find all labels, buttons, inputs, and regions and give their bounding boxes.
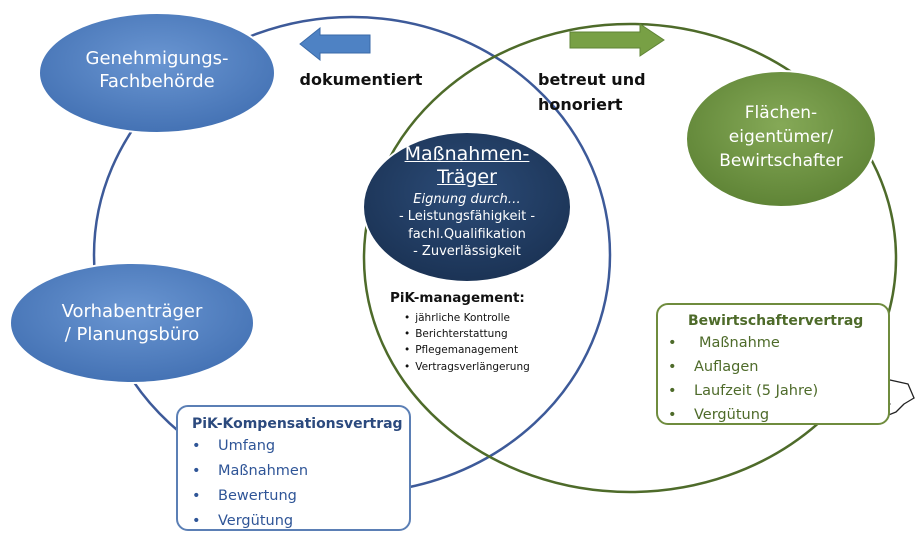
- bewirtschaftervertrag-title: Bewirtschaftervertrag: [688, 313, 864, 329]
- criterion-item: fachl.Qualifikation: [408, 226, 526, 242]
- genehmigung-node: [38, 12, 276, 134]
- list-item: •Vergütung: [668, 407, 770, 423]
- pik-management-item: Pflegemanagement: [404, 342, 530, 358]
- flaechen-line3: Bewirtschafter: [719, 150, 843, 171]
- bewirtschaftervertrag-list: •Maßnahme •Auflagen •Laufzeit (5 Jahre) …: [668, 331, 888, 427]
- flaechen-line2: eigentümer/: [728, 126, 834, 147]
- pik-management-item: jährliche Kontrolle: [404, 310, 530, 326]
- massnahmen-label: Maßnahmen- Träger Eignung durch… - Leist…: [378, 143, 556, 261]
- flaechen-label: Flächen- eigentümer/ Bewirtschafter: [690, 102, 872, 173]
- flaechen-node: [685, 70, 877, 208]
- massnahmen-title1: Maßnahmen-: [404, 143, 530, 165]
- betreut-line2: honoriert: [538, 94, 623, 114]
- vorhaben-node: [9, 262, 255, 384]
- vorhaben-line1: Vorhabenträger: [61, 301, 203, 322]
- list-item: •Vergütung: [192, 513, 294, 529]
- green-cycle-circle: [362, 22, 898, 494]
- massnahmen-node: [362, 131, 572, 283]
- flaechen-line1: Flächen-: [744, 103, 818, 123]
- bewirtschaftervertrag-box: Bewirtschaftervertrag •Maßnahme •Auflage…: [656, 303, 890, 425]
- pik-management-title: PiK-management:: [390, 290, 525, 306]
- genehmigung-line2: Fachbehörde: [99, 70, 215, 92]
- kompensationsvertrag-title: PiK-Kompensationsvertrag: [192, 416, 403, 432]
- betreut-label: betreut und honoriert: [538, 68, 646, 118]
- list-item: •Auflagen: [668, 359, 759, 375]
- dokumentiert-label: dokumentiert: [299, 70, 423, 89]
- kompensationsvertrag-box: PiK-Kompensationsvertrag •Umfang •Maßnah…: [176, 405, 411, 531]
- list-item: •Maßnahmen: [192, 463, 309, 479]
- list-item: •Maßnahme: [668, 335, 780, 351]
- kompensationsvertrag-list: •Umfang •Maßnahmen •Bewertung •Vergütung: [192, 434, 409, 534]
- pik-management-item: Vertragsverlängerung: [404, 359, 530, 375]
- pik-management-block: PiK-management: jährliche Kontrolle Beri…: [390, 290, 530, 375]
- massnahmen-criteria: Eignung durch… - Leistungsfähigkeit - fa…: [378, 191, 556, 261]
- list-item: •Umfang: [192, 438, 276, 454]
- list-item: •Laufzeit (5 Jahre): [668, 383, 819, 399]
- list-item: •Bewertung: [192, 488, 297, 504]
- criterion-item: - Leistungsfähigkeit -: [398, 209, 536, 225]
- left-blue-arrow-icon: [299, 26, 371, 62]
- right-green-arrow-icon: [569, 23, 665, 57]
- pik-management-list: jährliche Kontrolle Berichterstattung Pf…: [404, 310, 530, 375]
- betreut-line1: betreut und: [538, 70, 646, 89]
- massnahmen-title2: Träger: [437, 165, 497, 188]
- pik-management-item: Berichterstattung: [404, 326, 530, 342]
- vorhaben-line2: / Planungsbüro: [64, 323, 200, 345]
- vorhaben-label: Vorhabenträger / Planungsbüro: [12, 301, 252, 346]
- eignung-label: Eignung durch…: [413, 191, 521, 207]
- genehmigung-line1: Genehmigungs-: [85, 48, 229, 69]
- genehmigung-label: Genehmigungs- Fachbehörde: [40, 48, 274, 93]
- criterion-item: - Zuverlässigkeit: [413, 244, 521, 260]
